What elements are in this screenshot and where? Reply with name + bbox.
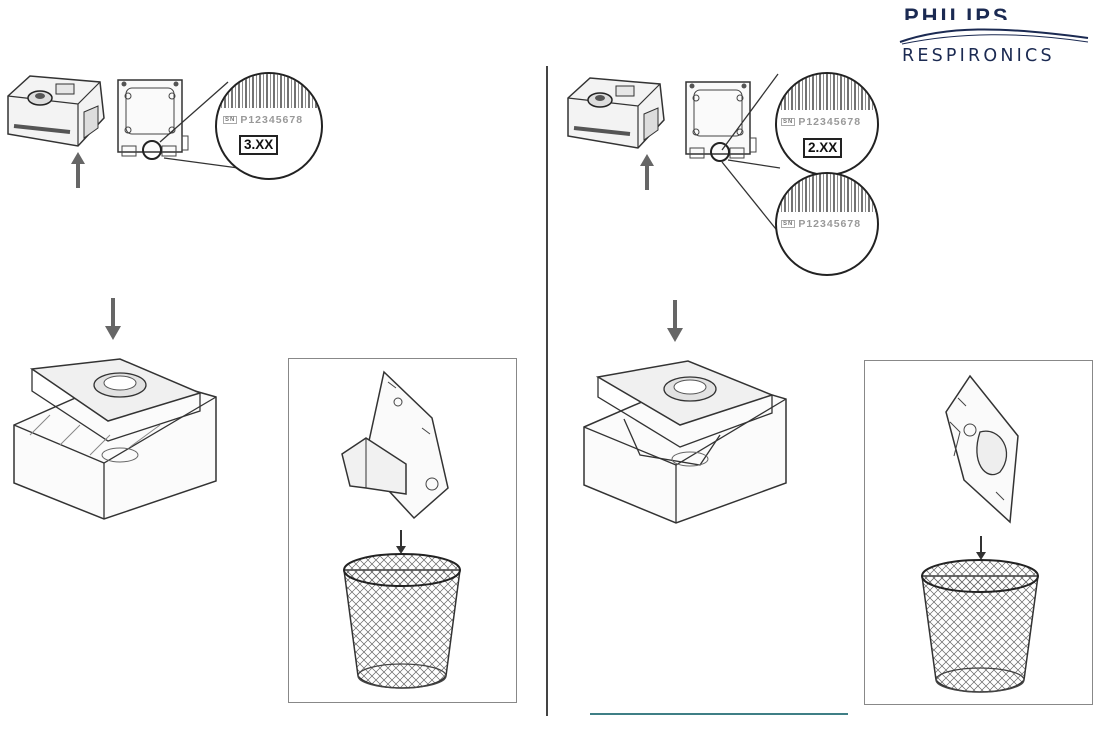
serial-prefix: SN <box>223 116 238 125</box>
opened-device-base <box>583 360 787 524</box>
removed-insert-part <box>341 370 449 520</box>
removed-insert-part <box>945 374 1019 524</box>
serial-prefix: SN <box>781 118 796 127</box>
up-arrow-icon <box>640 154 654 190</box>
version-label: 2.XX <box>803 138 843 158</box>
serial-number: P12345678 <box>798 116 862 128</box>
down-arrow-icon <box>396 530 406 554</box>
footer-underline <box>590 713 848 715</box>
panel-divider <box>546 66 548 716</box>
down-arrow-icon <box>105 298 121 340</box>
brand-wave-icon <box>899 28 1089 45</box>
up-arrow-icon <box>71 152 85 188</box>
serial-prefix: SN <box>781 220 796 229</box>
trash-bin-icon <box>343 553 461 689</box>
device-bottom-view <box>685 81 757 162</box>
opened-device-base <box>13 358 217 520</box>
serial-number: P12345678 <box>798 218 862 230</box>
device-illustration <box>7 75 105 147</box>
down-arrow-icon <box>976 536 986 560</box>
brand-partial-wordmark: PHILIPS <box>904 4 1011 20</box>
device-bottom-view <box>117 79 189 160</box>
brand-name: RESPIRONICS <box>902 46 1055 66</box>
trash-bin-icon <box>921 559 1039 693</box>
barcode-graphic <box>777 174 877 212</box>
version-label: 3.XX <box>239 135 279 155</box>
device-illustration <box>567 77 665 149</box>
down-arrow-icon <box>667 300 683 342</box>
serial-number: P12345678 <box>240 114 304 126</box>
barcode-graphic <box>777 74 877 110</box>
barcode-graphic <box>217 74 321 108</box>
